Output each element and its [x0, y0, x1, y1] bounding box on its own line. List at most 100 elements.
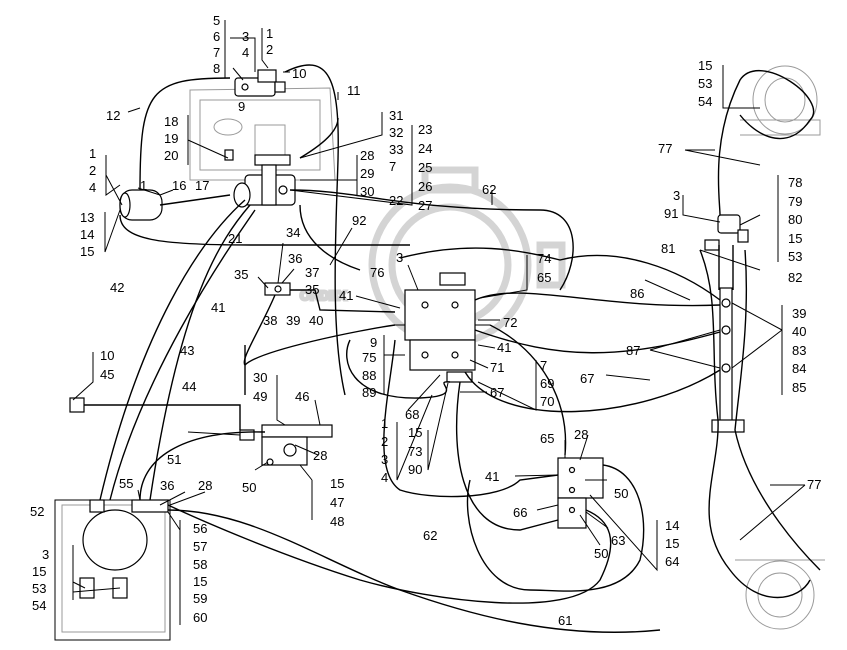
callout-label: 1 [266, 26, 273, 41]
callout-label: 54 [32, 598, 46, 613]
callout-label: 11 [347, 83, 361, 98]
callout-label: 25 [418, 160, 432, 175]
callout-label: 54 [698, 94, 712, 109]
callout-label: 3 [673, 188, 680, 203]
brake-valve-46 [239, 424, 333, 466]
callout-label: 66 [513, 505, 527, 520]
callout-label: 18 [164, 114, 178, 129]
callout-label: 33 [389, 142, 403, 157]
callout-label: 56 [193, 521, 207, 536]
callout-label: 14 [80, 227, 94, 242]
callout-label: 70 [540, 394, 554, 409]
callout-label: 19 [164, 131, 178, 146]
callout-label: 50 [594, 546, 608, 561]
callout-label: 3 [42, 547, 49, 562]
callout-label: 48 [330, 514, 344, 529]
callout-label: 41 [211, 300, 225, 315]
callout-label: 22 [389, 193, 403, 208]
callout-label: 90 [408, 462, 422, 477]
callout-label: 27 [418, 198, 432, 213]
callout-label: 40 [792, 324, 806, 339]
callout-label: 2 [266, 42, 273, 57]
callout-label: 20 [164, 148, 178, 163]
callout-label: 68 [405, 407, 419, 422]
callout-label: 15 [32, 564, 46, 579]
callout-label: 51 [167, 452, 181, 467]
callout-label: 10 [100, 348, 114, 363]
callout-label: 62 [482, 182, 496, 197]
callout-label: 50 [242, 480, 256, 495]
callout-label: 36 [288, 251, 302, 266]
rear-brake-assembly-left [54, 499, 171, 641]
callout-label: 17 [195, 178, 209, 193]
callout-label: 4 [89, 180, 96, 195]
callout-label: 10 [292, 66, 306, 81]
pressure-regulator [234, 69, 286, 97]
callout-label: 30 [360, 184, 374, 199]
callout-label: 2 [381, 434, 388, 449]
callout-label: 15 [788, 231, 802, 246]
callout-label: 71 [490, 360, 504, 375]
callout-label: 41 [339, 288, 353, 303]
callout-label: 32 [389, 125, 403, 140]
callout-label: 53 [788, 249, 802, 264]
callout-label: 4 [242, 45, 249, 60]
callout-label: 28 [313, 448, 327, 463]
callout-label: 7 [389, 159, 396, 174]
callout-label: 28 [574, 427, 588, 442]
callout-label: 28 [360, 148, 374, 163]
callout-label: 92 [352, 213, 366, 228]
callout-label: 34 [286, 225, 300, 240]
callout-label: 50 [614, 486, 628, 501]
callout-label: 74 [537, 251, 551, 266]
callout-label: 9 [370, 335, 377, 350]
callout-label: 83 [792, 343, 806, 358]
callout-label: 58 [193, 557, 207, 572]
callout-label: 15 [193, 574, 207, 589]
callout-label: 1 [381, 416, 388, 431]
callout-label: 3 [242, 29, 249, 44]
callout-label: 21 [228, 231, 242, 246]
callout-label: 41 [497, 340, 511, 355]
callout-label: 39 [792, 306, 806, 321]
callout-label: 26 [418, 179, 432, 194]
callout-label: 78 [788, 175, 802, 190]
callout-label: 38 [263, 313, 277, 328]
callout-label: 62 [423, 528, 437, 543]
callout-label: 49 [253, 389, 267, 404]
callout-label: 72 [503, 315, 517, 330]
callout-label: 45 [100, 367, 114, 382]
callout-label: 55 [119, 476, 133, 491]
callout-label: 57 [193, 539, 207, 554]
callout-label: 89 [362, 385, 376, 400]
callout-label: 77 [807, 477, 821, 492]
callout-label: 60 [193, 610, 207, 625]
callout-label: 9 [238, 99, 245, 114]
callout-label: 15 [80, 244, 94, 259]
callout-label: 81 [661, 241, 675, 256]
callout-label: 46 [295, 389, 309, 404]
callout-label: 5 [213, 13, 220, 28]
callout-label: 35 [234, 267, 248, 282]
callout-label: 76 [370, 265, 384, 280]
trailer-coupling-heads [704, 214, 749, 251]
small-valve-35 [264, 282, 291, 296]
callout-label: 39 [286, 313, 300, 328]
callout-label: 15 [330, 476, 344, 491]
callout-label: 36 [160, 478, 174, 493]
callout-label: 12 [106, 108, 120, 123]
callout-label: 91 [664, 206, 678, 221]
callout-label: 3 [381, 452, 388, 467]
compressor [224, 149, 296, 208]
callout-label: 84 [792, 361, 806, 376]
callout-label: 87 [626, 343, 640, 358]
callout-label: 6 [213, 29, 220, 44]
callout-label: 69 [540, 376, 554, 391]
callout-label: 42 [110, 280, 124, 295]
callout-label: 30 [253, 370, 267, 385]
callout-label: 31 [389, 108, 403, 123]
callout-label: 73 [408, 444, 422, 459]
callout-label: 65 [537, 270, 551, 285]
callout-label: 13 [80, 210, 94, 225]
air-dryer-tank [119, 189, 163, 221]
